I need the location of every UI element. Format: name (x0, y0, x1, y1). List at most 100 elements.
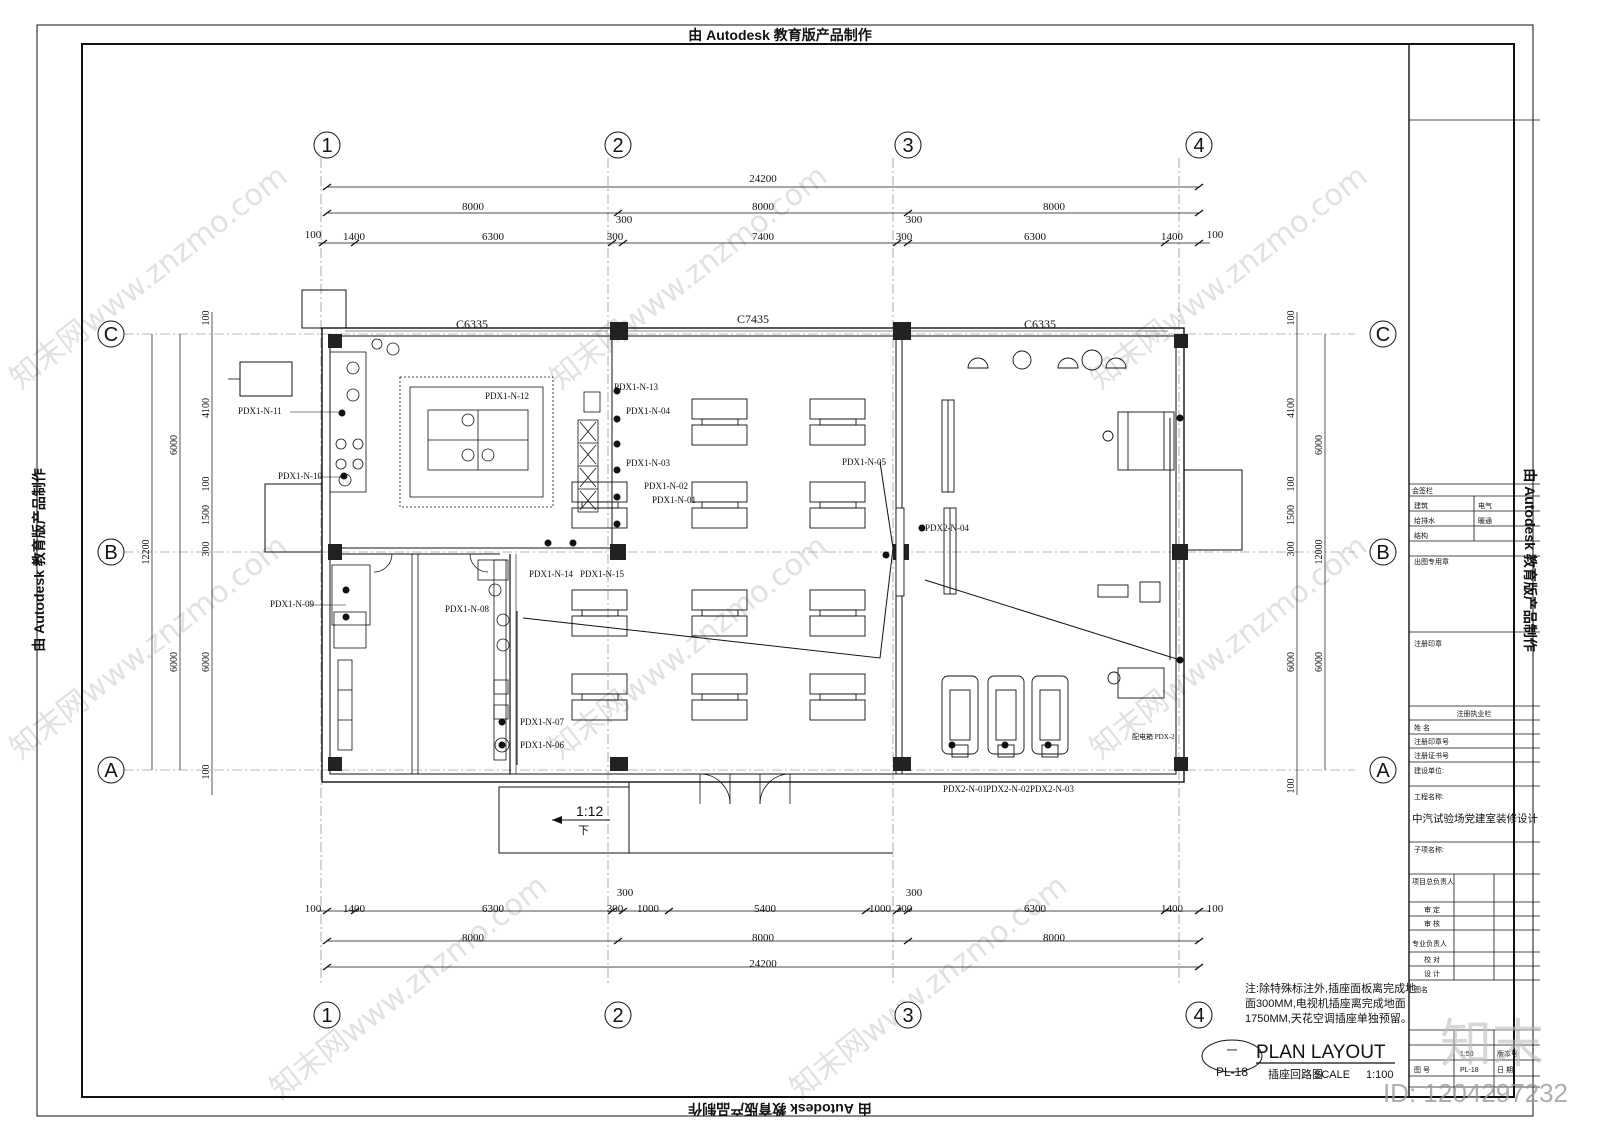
svg-text:300: 300 (1286, 542, 1297, 557)
circuit-label: PDX1-N-15 (580, 569, 624, 579)
svg-text:100: 100 (201, 477, 212, 492)
arrow-left-icon (552, 816, 562, 824)
logo-mark: 知末 (1440, 1016, 1544, 1074)
svg-text:24200: 24200 (749, 173, 777, 185)
dining-table (809, 673, 866, 721)
axis-bubble-4-bottom: 4 (1185, 1001, 1213, 1029)
panel-label: 配电箱 PDX-2 (1132, 732, 1175, 741)
svg-text:6000: 6000 (1314, 652, 1325, 672)
svg-text:100: 100 (305, 903, 322, 915)
axis-bubble-C-right: C (1369, 320, 1397, 348)
drawing-title: 一 PL-18 PLAN LAYOUT 插座回路图 SCALE 1:100 (1201, 1039, 1395, 1081)
svg-text:3: 3 (902, 1005, 913, 1027)
svg-text:100: 100 (1207, 903, 1224, 915)
watermark-layer: 知末网www.znzmo.com 知末网www.znzmo.com 知末网www… (3, 158, 1374, 1106)
svg-text:100: 100 (201, 311, 212, 326)
circuit-label: PDX1-N-14 (529, 569, 573, 579)
svg-text:300: 300 (906, 887, 923, 899)
svg-text:1750MM,天花空调插座单独预留。: 1750MM,天花空调插座单独预留。 (1245, 1011, 1412, 1025)
socket-icon (338, 409, 346, 417)
dining-table (691, 673, 748, 721)
svg-text:项目总负责人: 项目总负责人 (1412, 877, 1454, 886)
socket-icon (342, 613, 350, 621)
axis-bubble-1-bottom: 1 (313, 1001, 341, 1029)
svg-text:A: A (104, 760, 118, 782)
svg-text:100: 100 (1207, 229, 1224, 241)
socket-icon (544, 539, 552, 547)
svg-text:面300MM,电视机插座离完成地面: 面300MM,电视机插座离完成地面 (1245, 996, 1406, 1010)
axis-bubble-3-bottom: 3 (894, 1001, 922, 1029)
svg-text:6000: 6000 (201, 652, 212, 672)
svg-text:4: 4 (1193, 1005, 1204, 1027)
gym-equipment (895, 349, 1175, 758)
svg-text:建筑: 建筑 (1414, 501, 1428, 510)
socket-icon (1176, 414, 1184, 422)
circuit-label: PDX1-N-01 (652, 495, 696, 505)
dining-table (691, 398, 748, 446)
project-name: 中汽试验场党建室装修设计 (1412, 812, 1538, 825)
dining-table (809, 398, 866, 446)
socket-symbols (338, 387, 1184, 749)
edu-stamp-top: 由 Autodesk 教育版产品制作 (688, 27, 872, 43)
window-tag: C6335 (456, 317, 488, 331)
axis-bubble-C-left: C (97, 320, 125, 348)
watermark: 知末网www.znzmo.com (543, 528, 834, 766)
svg-text:1:50: 1:50 (1460, 1051, 1474, 1058)
svg-text:1400: 1400 (343, 231, 366, 243)
svg-text:结构: 结构 (1414, 531, 1428, 540)
socket-icon (918, 524, 926, 532)
socket-icon (1001, 741, 1009, 749)
grid-bubbles: 1 2 3 4 1 2 3 4 C B A C B A (97, 131, 1397, 1029)
circuit-label: PDX1-N-06 (520, 740, 564, 750)
svg-text:审 定: 审 定 (1424, 905, 1440, 914)
reg-stamp: 注册印章 (1414, 639, 1442, 648)
svg-text:6300: 6300 (1024, 231, 1047, 243)
title-block-text: 会签栏 建筑 电气 给排水 暖通 结构 出图专用章 注册印章 注册执业栏 姓 名… (1412, 486, 1538, 1074)
svg-text:1400: 1400 (1161, 231, 1184, 243)
sub-item-label: 子项名称: (1414, 845, 1444, 854)
svg-text:100: 100 (1286, 477, 1297, 492)
svg-text:2: 2 (612, 135, 623, 157)
socket-icon (340, 472, 348, 480)
circuit-label: PDX2-N-02 (986, 784, 1030, 794)
edu-stamp-left: 由 Autodesk 教育版产品制作 (31, 468, 47, 652)
circuit-label: PDX1-N-07 (520, 717, 564, 727)
svg-text:A: A (1376, 760, 1390, 782)
drawing-name-label: 图名 (1414, 985, 1428, 994)
side-dimensions (151, 312, 1326, 795)
svg-text:专业负责人: 专业负责人 (1412, 939, 1447, 948)
svg-text:8000: 8000 (752, 932, 775, 944)
svg-text:300: 300 (201, 542, 212, 557)
axis-bubble-B-left: B (97, 538, 125, 566)
svg-text:1400: 1400 (343, 903, 366, 915)
circuit-label: PDX1-N-03 (626, 458, 670, 468)
svg-text:8000: 8000 (462, 201, 485, 213)
dining-tables (571, 398, 866, 721)
socket-icon (882, 551, 890, 559)
svg-text:12000: 12000 (1314, 540, 1325, 565)
client-label: 建设单位: (1414, 766, 1444, 775)
svg-text:姓 名: 姓 名 (1414, 723, 1430, 732)
dining-table (809, 481, 866, 529)
top-dimension-labels: 24200 8000 8000 8000 300 300 100 1400 63… (305, 173, 1224, 243)
svg-text:6000: 6000 (1314, 435, 1325, 455)
image-id: ID: 1204297232 (1383, 1078, 1568, 1108)
socket-icon (613, 493, 621, 501)
watermark: 知末网www.znzmo.com (1083, 528, 1374, 766)
svg-text:6000: 6000 (169, 652, 180, 672)
svg-text:300: 300 (607, 903, 624, 915)
window-labels: C6335 C7435 C6335 (456, 312, 1056, 331)
svg-text:100: 100 (1286, 779, 1297, 794)
svg-text:8000: 8000 (752, 201, 775, 213)
svg-text:注册印章号: 注册印章号 (1414, 737, 1449, 746)
axis-bubble-B-right: B (1369, 538, 1397, 566)
kitchen-fixtures (329, 338, 791, 805)
svg-text:300: 300 (607, 231, 624, 243)
dining-table (571, 481, 628, 529)
structural-columns (328, 322, 1188, 771)
socket-icon (613, 387, 621, 395)
svg-text:电气: 电气 (1478, 501, 1492, 510)
axis-bubble-3-top: 3 (894, 131, 922, 159)
znzmo-logo: 知末 ID: 1204297232 (1383, 1016, 1568, 1108)
svg-text:1000: 1000 (869, 903, 892, 915)
